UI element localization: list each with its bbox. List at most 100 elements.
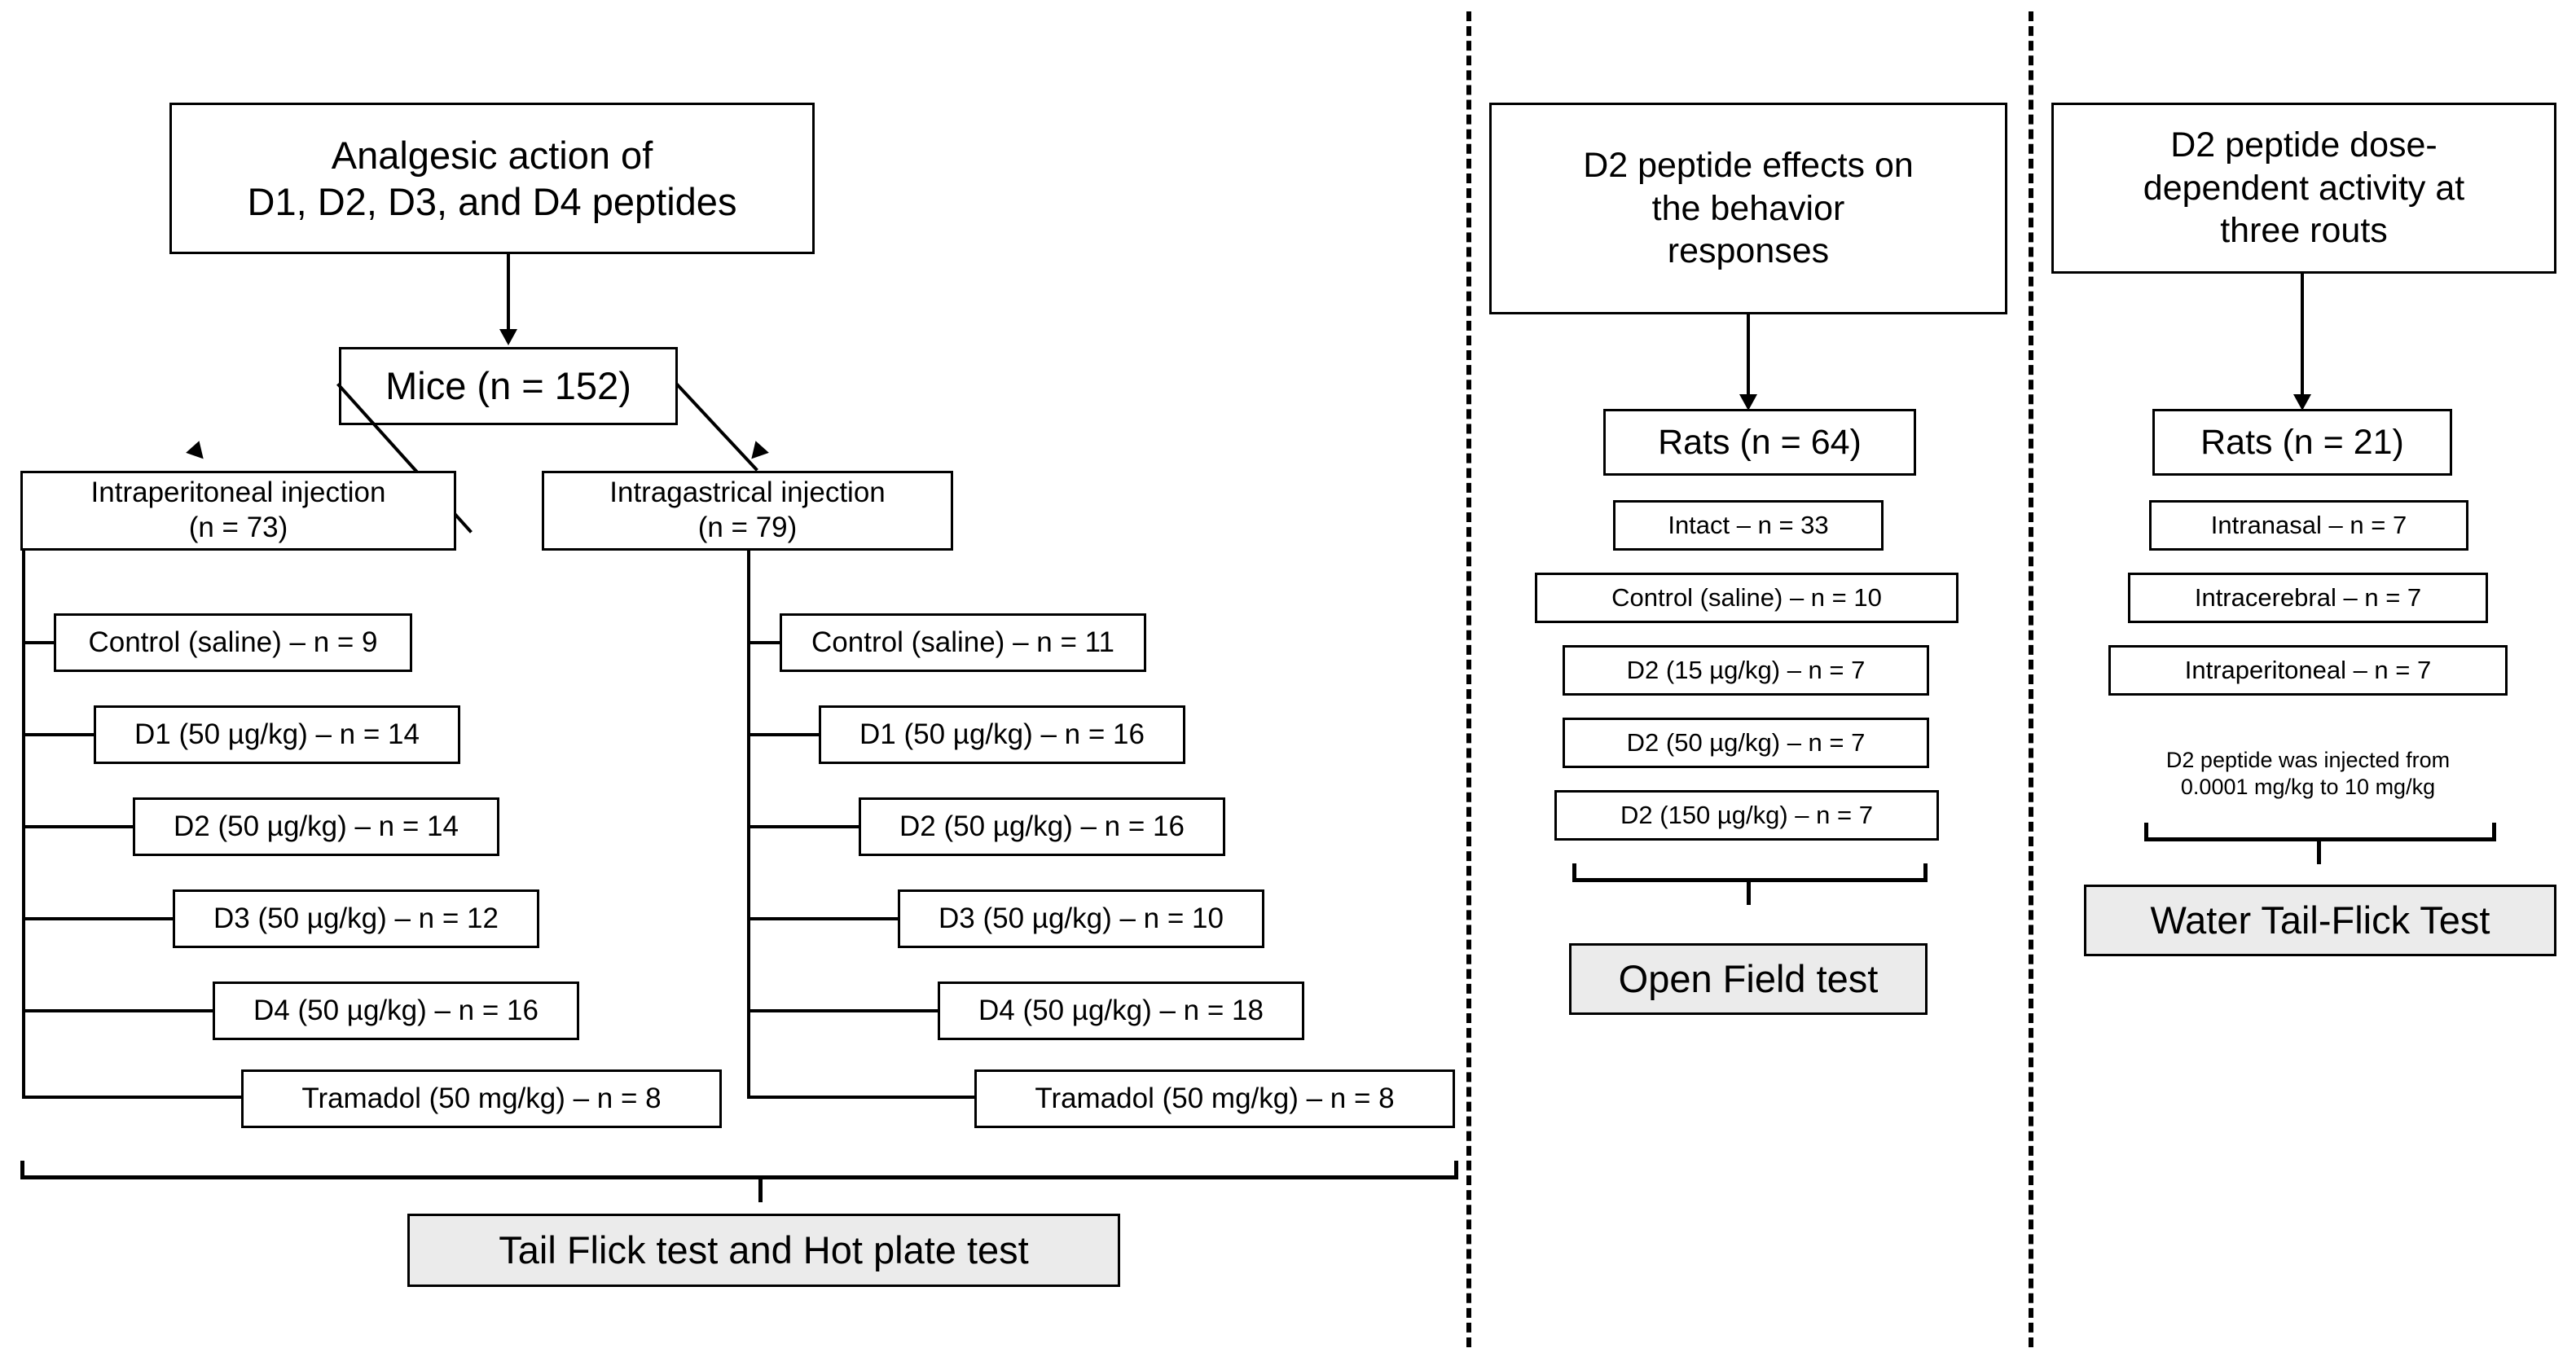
middle-outcome-bracket-right-tick: [1923, 863, 1928, 881]
middle-group-4: D2 (50 µg/kg) – n = 7: [1563, 718, 1929, 768]
left-branch-ip-stub-4: [22, 917, 175, 920]
left-branch-ig-header-label: Intragastrical injection (n = 79): [609, 476, 886, 543]
middle-group-1-label: Intact – n = 33: [1668, 511, 1829, 540]
left-outcome-bracket-right-tick: [1454, 1161, 1458, 1179]
middle-group-3: D2 (15 µg/kg) – n = 7: [1563, 645, 1929, 696]
left-branch-ip-spine: [22, 551, 25, 1096]
left-branch-ig-stub-3: [747, 825, 861, 828]
left-branch-ig-header: Intragastrical injection (n = 79): [542, 471, 953, 551]
left-branch-ip-group-2-label: D1 (50 µg/kg) – n = 14: [134, 718, 420, 750]
left-branch-ip-group-2: D1 (50 µg/kg) – n = 14: [94, 705, 460, 764]
left-root-to-subject-arrowhead: [499, 329, 517, 345]
left-branch-ig-group-2: D1 (50 µg/kg) – n = 16: [819, 705, 1185, 764]
middle-outcome-bracket-stem: [1747, 881, 1751, 905]
middle-group-2: Control (saline) – n = 10: [1535, 573, 1958, 623]
right-group-3: Intraperitoneal – n = 7: [2108, 645, 2508, 696]
left-branch-ip-stub-6: [22, 1096, 244, 1099]
left-branch-arrowhead-ip: [186, 441, 210, 465]
right-group-1-label: Intranasal – n = 7: [2210, 511, 2407, 540]
left-branch-ig-spine: [747, 551, 750, 1096]
left-branch-ig-group-6-label: Tramadol (50 mg/kg) – n = 8: [1035, 1082, 1395, 1114]
left-outcome-label: Tail Flick test and Hot plate test: [499, 1228, 1029, 1272]
left-branch-ip-group-1-label: Control (saline) – n = 9: [88, 626, 378, 658]
left-branch-ip-header: Intraperitoneal injection (n = 73): [20, 471, 456, 551]
left-branch-ig-stub-2: [747, 733, 821, 736]
left-branch-ip-group-3-label: D2 (50 µg/kg) – n = 14: [174, 810, 459, 842]
left-branch-ig-group-4: D3 (50 µg/kg) – n = 10: [898, 889, 1264, 948]
left-branch-ig-stub-5: [747, 1009, 940, 1012]
right-group-2-label: Intracerebral – n = 7: [2194, 583, 2422, 613]
left-branch-ip-group-4-label: D3 (50 µg/kg) – n = 12: [213, 902, 499, 934]
right-dose-note: D2 peptide was injected from 0.0001 mg/k…: [2108, 720, 2508, 801]
left-branch-ip-stub-1: [22, 641, 56, 644]
right-dose-note-label: D2 peptide was injected from 0.0001 mg/k…: [2165, 747, 2451, 799]
left-branch-ig-stub-1: [747, 641, 782, 644]
left-branch-ig-group-3: D2 (50 µg/kg) – n = 16: [859, 797, 1225, 856]
left-branch-ip-group-5-label: D4 (50 µg/kg) – n = 16: [253, 994, 538, 1026]
right-outcome-bracket: [2144, 823, 2496, 872]
right-group-1: Intranasal – n = 7: [2149, 500, 2468, 551]
right-subject-label: Rats (n = 21): [2200, 422, 2404, 462]
middle-root-to-subject-arrowhead: [1739, 394, 1757, 411]
right-outcome-label: Water Tail-Flick Test: [2150, 898, 2490, 942]
middle-root-box: D2 peptide effects on the behavior respo…: [1489, 103, 2007, 314]
left-root-box: Analgesic action of D1, D2, D3, and D4 p…: [169, 103, 815, 254]
left-branch-ig-group-1: Control (saline) – n = 11: [780, 613, 1146, 672]
middle-group-4-label: D2 (50 µg/kg) – n = 7: [1626, 728, 1866, 758]
left-branch-ip-group-1: Control (saline) – n = 9: [54, 613, 412, 672]
left-branch-ip-group-4: D3 (50 µg/kg) – n = 12: [173, 889, 539, 948]
left-branch-ip-stub-2: [22, 733, 96, 736]
right-root-to-subject-line: [2301, 274, 2304, 399]
middle-group-5-label: D2 (150 µg/kg) – n = 7: [1620, 801, 1873, 830]
left-branch-ig-group-2-label: D1 (50 µg/kg) – n = 16: [859, 718, 1145, 750]
left-root-label: Analgesic action of D1, D2, D3, and D4 p…: [247, 133, 737, 223]
middle-group-2-label: Control (saline) – n = 10: [1611, 583, 1882, 613]
left-branch-ig-group-5-label: D4 (50 µg/kg) – n = 18: [978, 994, 1264, 1026]
right-outcome-box: Water Tail-Flick Test: [2084, 885, 2556, 956]
panel-divider-2: [2029, 11, 2033, 1347]
left-branch-ip-stub-5: [22, 1009, 215, 1012]
left-branch-ig-stub-6: [747, 1096, 977, 1099]
left-outcome-bracket-stem: [758, 1178, 763, 1202]
middle-group-5: D2 (150 µg/kg) – n = 7: [1554, 790, 1939, 841]
right-outcome-bracket-left-tick: [2144, 823, 2148, 841]
right-group-3-label: Intraperitoneal – n = 7: [2184, 656, 2432, 685]
left-outcome-box: Tail Flick test and Hot plate test: [407, 1214, 1120, 1287]
middle-subject-box: Rats (n = 64): [1603, 409, 1916, 476]
left-branch-ip-group-6-label: Tramadol (50 mg/kg) – n = 8: [301, 1082, 662, 1114]
middle-outcome-bracket-left-tick: [1572, 863, 1576, 881]
left-outcome-bracket-bar: [20, 1175, 1458, 1179]
middle-outcome-bracket-bar: [1572, 878, 1928, 882]
right-root-label: D2 peptide dose- dependent activity at t…: [2143, 125, 2465, 251]
right-outcome-bracket-right-tick: [2492, 823, 2496, 841]
middle-subject-label: Rats (n = 64): [1658, 422, 1862, 462]
left-branch-ig-group-1-label: Control (saline) – n = 11: [811, 626, 1114, 658]
middle-root-to-subject-line: [1747, 314, 1750, 399]
right-outcome-bracket-stem: [2317, 840, 2321, 864]
left-branch-ip-group-5: D4 (50 µg/kg) – n = 16: [213, 982, 579, 1040]
left-subject-box: Mice (n = 152): [339, 347, 678, 425]
middle-group-3-label: D2 (15 µg/kg) – n = 7: [1626, 656, 1866, 685]
right-outcome-bracket-bar: [2144, 837, 2496, 841]
left-branch-diagonal-ig: [675, 383, 758, 472]
left-branch-ig-group-3-label: D2 (50 µg/kg) – n = 16: [899, 810, 1185, 842]
left-branch-ig-group-5: D4 (50 µg/kg) – n = 18: [938, 982, 1304, 1040]
left-outcome-bracket: [20, 1161, 1458, 1210]
right-subject-box: Rats (n = 21): [2152, 409, 2452, 476]
left-branch-ip-group-3: D2 (50 µg/kg) – n = 14: [133, 797, 499, 856]
left-branch-ig-stub-4: [747, 917, 900, 920]
left-root-to-subject-line: [507, 254, 510, 334]
left-subject-label: Mice (n = 152): [385, 364, 631, 408]
left-branch-ig-group-6: Tramadol (50 mg/kg) – n = 8: [974, 1069, 1455, 1128]
left-branch-ip-header-label: Intraperitoneal injection (n = 73): [90, 476, 386, 543]
panel-divider-1: [1466, 11, 1471, 1347]
left-branch-ig-group-4-label: D3 (50 µg/kg) – n = 10: [939, 902, 1224, 934]
middle-outcome-bracket: [1572, 863, 1928, 912]
right-root-box: D2 peptide dose- dependent activity at t…: [2051, 103, 2556, 274]
middle-outcome-label: Open Field test: [1618, 957, 1879, 1001]
left-outcome-bracket-left-tick: [20, 1161, 24, 1179]
middle-outcome-box: Open Field test: [1569, 943, 1928, 1015]
right-group-2: Intracerebral – n = 7: [2128, 573, 2488, 623]
middle-group-1: Intact – n = 33: [1613, 500, 1884, 551]
